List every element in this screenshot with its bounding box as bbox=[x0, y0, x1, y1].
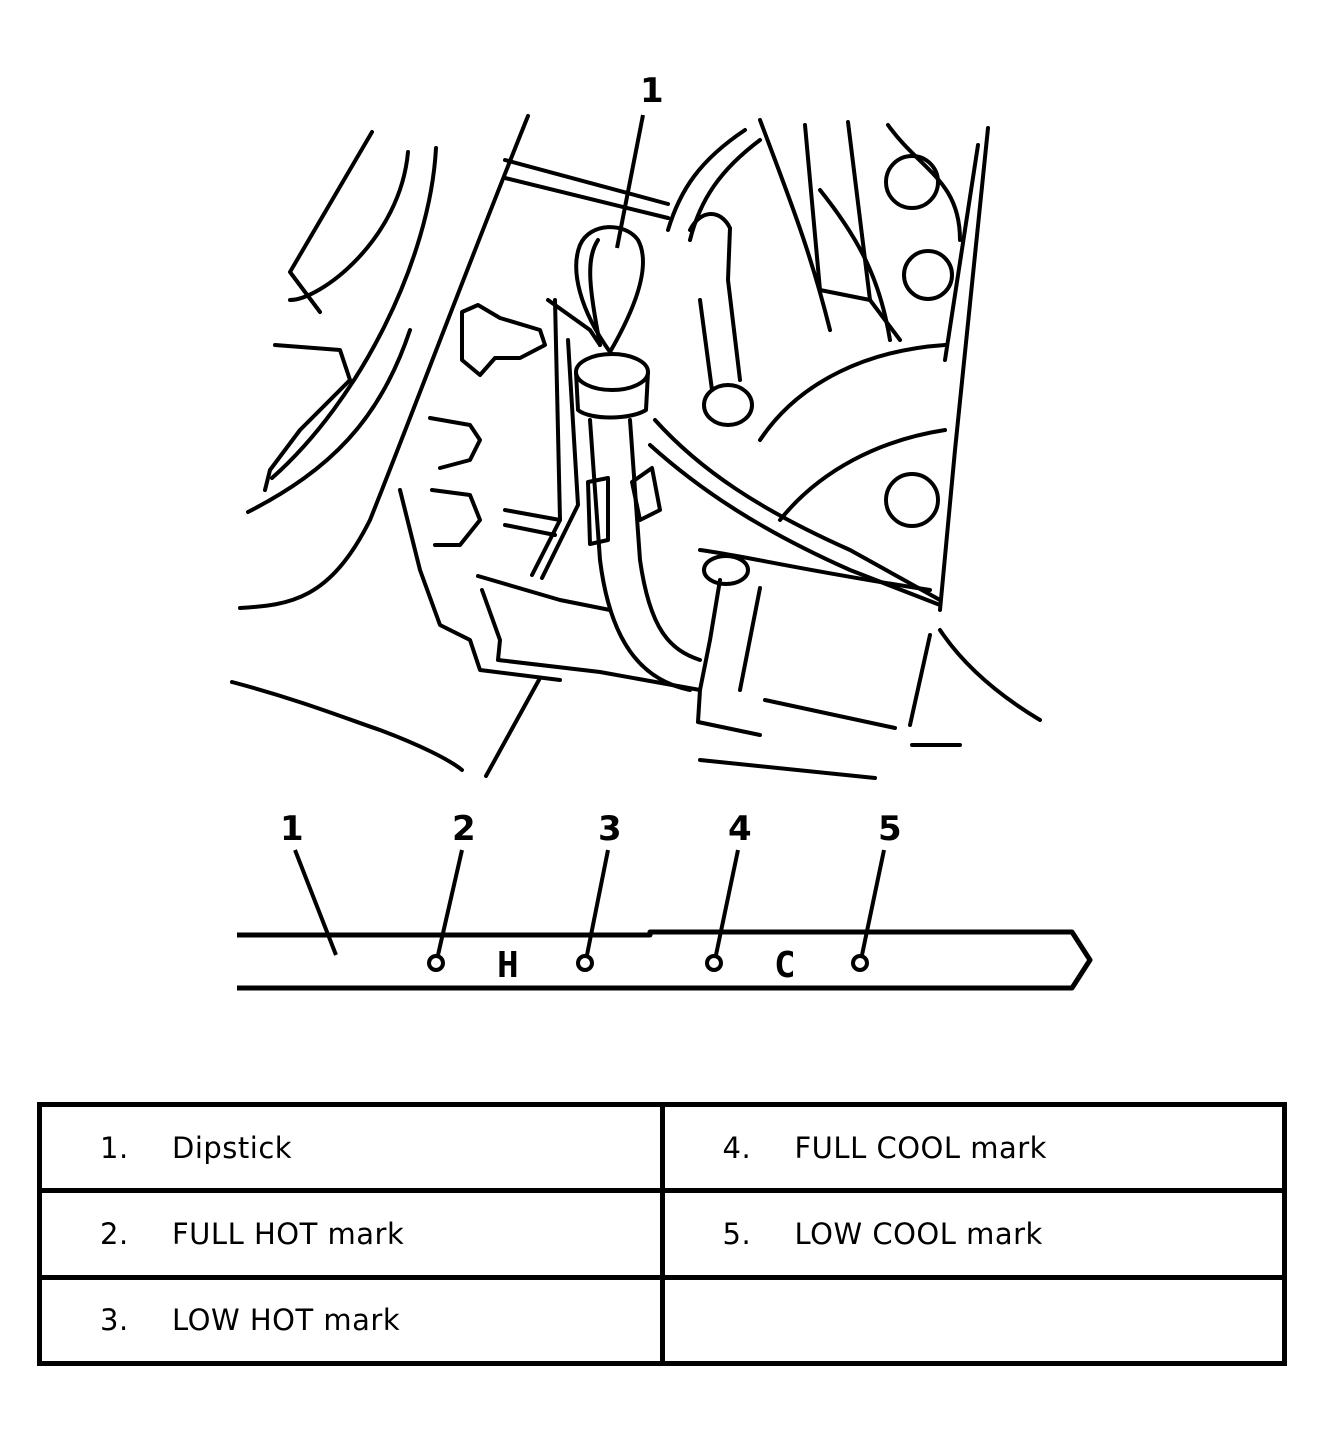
callout-dipstick-2: 2 bbox=[452, 809, 476, 849]
leader-2 bbox=[436, 849, 464, 956]
legend-cell-empty bbox=[659, 1274, 1287, 1367]
leader-3 bbox=[585, 849, 610, 956]
leader-1 bbox=[293, 849, 338, 956]
callout-dipstick-1: 1 bbox=[280, 809, 304, 849]
legend-row: 2. FULL HOT mark 5. LOW COOL mark bbox=[37, 1188, 1287, 1280]
legend-cell: 2. FULL HOT mark bbox=[37, 1188, 665, 1280]
dipstick-mark-holes bbox=[427, 954, 869, 972]
callout-dipstick-3: 3 bbox=[598, 809, 622, 849]
legend-text: FULL COOL mark bbox=[794, 1130, 1047, 1165]
engine-dipstick-illustration: 1 H C 1 2 3 4 5 bbox=[230, 71, 1093, 991]
legend-number: 5. bbox=[722, 1216, 752, 1251]
callout-top-1-leader bbox=[615, 114, 645, 249]
legend-text: Dipstick bbox=[172, 1130, 293, 1165]
callout-leaders bbox=[293, 849, 886, 956]
legend-text: LOW COOL mark bbox=[794, 1216, 1043, 1251]
legend-number: 2. bbox=[100, 1216, 129, 1251]
callout-dipstick-5: 5 bbox=[878, 809, 902, 849]
low-cool-mark-hole bbox=[851, 954, 869, 972]
callout-dipstick-4: 4 bbox=[728, 809, 752, 849]
legend-number: 4. bbox=[722, 1130, 752, 1165]
legend-cell: 3. LOW HOT mark bbox=[37, 1274, 665, 1367]
legend-text: LOW HOT mark bbox=[172, 1303, 401, 1338]
low-hot-mark-hole bbox=[576, 954, 594, 972]
dipstick-letter-c: C bbox=[774, 945, 796, 986]
legend-number: 1. bbox=[100, 1130, 129, 1165]
legend-cell: 1. Dipstick bbox=[37, 1101, 665, 1194]
dipstick-letter-h: H bbox=[497, 945, 519, 986]
leader-5 bbox=[860, 849, 886, 956]
legend-table: 1. Dipstick 4. FULL COOL mark 2. FULL HOT m… bbox=[37, 1101, 1287, 1367]
legend-row: 3. LOW HOT mark bbox=[37, 1274, 1287, 1367]
leader-4 bbox=[714, 849, 740, 956]
full-hot-mark-hole bbox=[427, 954, 445, 972]
legend-row: 1. Dipstick 4. FULL COOL mark bbox=[37, 1101, 1287, 1194]
legend-cell: 5. LOW COOL mark bbox=[659, 1188, 1287, 1280]
legend-text: FULL HOT mark bbox=[172, 1216, 405, 1251]
callout-top-1: 1 bbox=[640, 71, 664, 111]
legend-number: 3. bbox=[100, 1303, 129, 1338]
engine-bay-line-art bbox=[230, 114, 1042, 780]
legend-cell: 4. FULL COOL mark bbox=[659, 1101, 1287, 1194]
full-cool-mark-hole bbox=[705, 954, 723, 972]
dipstick-blade bbox=[237, 929, 1093, 991]
